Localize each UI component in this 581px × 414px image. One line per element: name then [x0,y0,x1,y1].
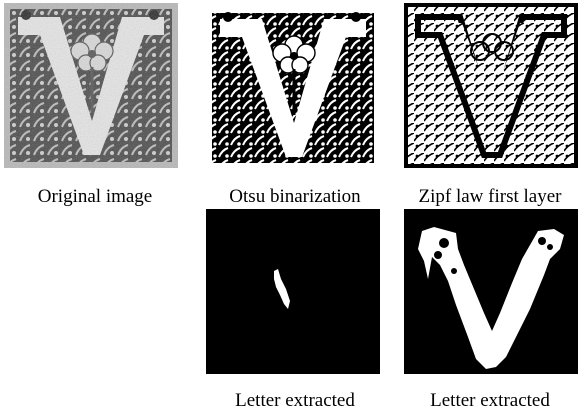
caption-otsu-binarization: Otsu binarization [200,186,390,208]
zipf-law-first-layer-image [404,3,578,168]
original-image-panel [4,3,178,168]
caption-original-image: Original image [0,186,190,208]
caption-letter-extracted-2: Letter extracted [399,390,581,412]
letter-extracted-image-1 [206,209,380,374]
zipf-law-first-layer-panel [404,3,578,168]
otsu-binarization-image [206,3,380,168]
letter-extracted-panel-1 [206,209,380,374]
letter-extracted-panel-2 [404,209,578,374]
original-image [4,3,178,168]
otsu-binarization-panel [206,3,380,168]
letter-extracted-image-2 [404,209,578,374]
caption-zipf-law-first-layer: Zipf law first layer [399,186,581,208]
caption-letter-extracted-1: Letter extracted [200,390,390,412]
